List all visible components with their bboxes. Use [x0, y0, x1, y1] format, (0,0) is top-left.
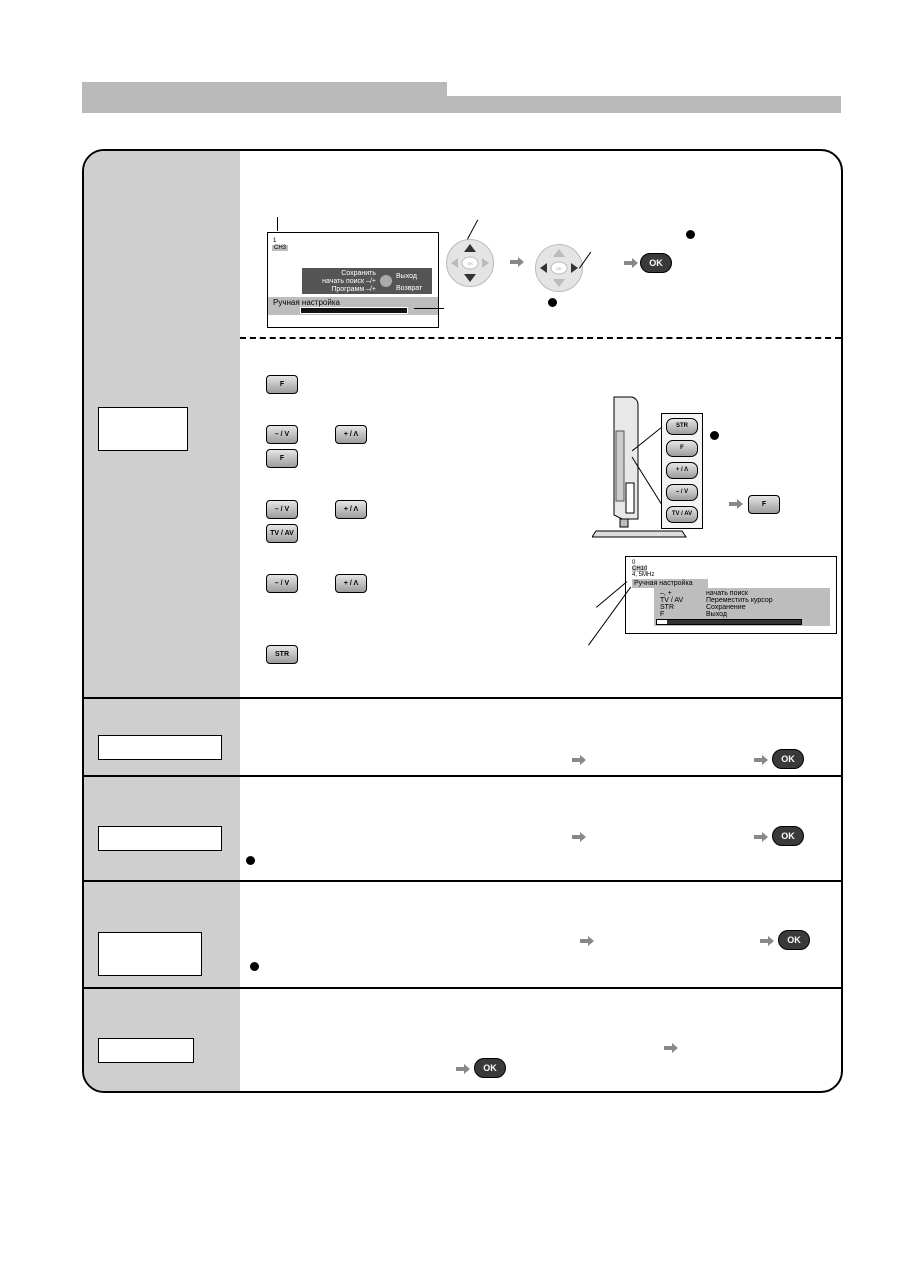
- tv-side-illustration: [591, 391, 712, 541]
- arrow-right-icon: [754, 755, 768, 765]
- side-minus-button[interactable]: – / V: [666, 484, 698, 501]
- osd2-progress-bar: [656, 619, 802, 625]
- arrow-right-icon: [754, 832, 768, 842]
- main-frame: 1 CH3 Сохранить начать поиск –/+ Програм…: [82, 149, 843, 1093]
- side-plus-button[interactable]: + / Λ: [666, 462, 698, 479]
- arrow-right-icon: [624, 258, 638, 268]
- osd2-line3: 4, 5MHz: [632, 572, 655, 578]
- plus-a-button[interactable]: + / Λ: [335, 500, 367, 519]
- osd-menu-right: Выход: [396, 273, 417, 280]
- ok-button[interactable]: OK: [772, 826, 804, 846]
- label-box: [98, 407, 188, 451]
- minus-v-button[interactable]: – / V: [266, 425, 298, 444]
- osd-bar-title: Ручная настройка: [273, 298, 340, 307]
- osd2-row-value: Сохранение: [706, 604, 746, 611]
- osd-channel: CH3: [272, 245, 289, 251]
- side-panel: STR F + / Λ – / V TV / AV: [661, 413, 703, 529]
- arrow-right-icon: [760, 936, 774, 946]
- f-button[interactable]: F: [266, 449, 298, 468]
- osd2-row-value: Переместить курсор: [706, 597, 773, 604]
- plus-a-button[interactable]: + / Λ: [335, 425, 367, 444]
- osd2-title: Ручная настройка: [632, 579, 708, 588]
- header-tab: [82, 82, 447, 96]
- osd-menu-right: Возврат: [396, 285, 423, 292]
- ok-button[interactable]: OK: [772, 749, 804, 769]
- minus-v-button[interactable]: – / V: [266, 574, 298, 593]
- side-f-button[interactable]: F: [666, 440, 698, 457]
- bullet-icon: [548, 298, 557, 307]
- minus-v-button[interactable]: – / V: [266, 500, 298, 519]
- arrow-right-icon: [572, 755, 586, 765]
- tv-screen-osd: 1 CH3 Сохранить начать поиск –/+ Програм…: [267, 232, 439, 328]
- row-divider: [84, 880, 841, 882]
- svg-text:OK: OK: [467, 261, 473, 266]
- osd-manual-tuning-bar: Ручная настройка: [268, 297, 438, 315]
- bullet-icon: [710, 431, 719, 440]
- tv-screen-osd-2: 0 CH10 4, 5MHz Ручная настройка –, + TV …: [625, 556, 837, 634]
- osd-menu-line: Сохранить: [341, 270, 376, 277]
- header-bar: [82, 96, 841, 113]
- osd2-row-key: F: [660, 611, 665, 618]
- plus-a-button[interactable]: + / Λ: [335, 574, 367, 593]
- dpad-up-down-icon: OK: [446, 239, 494, 287]
- label-box: [98, 932, 202, 976]
- ok-button[interactable]: OK: [778, 930, 810, 950]
- osd2-row-value: Выход: [706, 611, 727, 618]
- osd2-line2: CH10: [632, 566, 648, 572]
- arrow-right-icon: [510, 257, 524, 267]
- osd2-row-value: начать поиск: [706, 590, 748, 597]
- dashed-divider: [240, 337, 841, 339]
- arrow-right-icon: [456, 1064, 470, 1074]
- osd2-row-key: TV / AV: [660, 597, 684, 604]
- side-tv-av-button[interactable]: TV / AV: [666, 506, 698, 523]
- dpad-left-right-icon: OK: [535, 244, 583, 292]
- osd-menu-line: начать поиск –/+: [322, 278, 376, 285]
- osd-dpad-icon: [380, 275, 392, 287]
- row-divider: [84, 697, 841, 699]
- bullet-icon: [686, 230, 695, 239]
- label-box: [98, 826, 222, 851]
- osd2-row-key: –, +: [660, 590, 672, 597]
- svg-text:OK: OK: [556, 266, 562, 271]
- pointer-line: [414, 308, 444, 309]
- arrow-right-icon: [580, 936, 594, 946]
- str-button[interactable]: STR: [266, 645, 298, 664]
- arrow-right-icon: [729, 499, 743, 509]
- osd-top-small: 1: [273, 238, 277, 244]
- ok-button[interactable]: OK: [640, 253, 672, 273]
- label-box: [98, 1038, 194, 1063]
- label-box: [98, 735, 222, 760]
- ok-button[interactable]: OK: [474, 1058, 506, 1078]
- f-button[interactable]: F: [266, 375, 298, 394]
- bullet-icon: [250, 962, 259, 971]
- osd2-help-box: –, + TV / AV STR F начать поиск Перемест…: [654, 588, 830, 626]
- side-str-button[interactable]: STR: [666, 418, 698, 435]
- pointer-line: [277, 217, 278, 231]
- osd2-row-key: STR: [660, 604, 674, 611]
- bullet-icon: [246, 856, 255, 865]
- arrow-right-icon: [664, 1043, 678, 1053]
- row-divider: [84, 987, 841, 989]
- row-divider: [84, 775, 841, 777]
- pointer-line: [596, 581, 628, 608]
- pointer-line: [467, 219, 479, 240]
- osd2-line1: 0: [632, 560, 636, 566]
- osd-progress-bar: [300, 307, 408, 314]
- osd-menu-line: Программ –/+: [331, 286, 376, 293]
- osd-menu-box: Сохранить начать поиск –/+ Программ –/+ …: [302, 268, 432, 294]
- arrow-right-icon: [572, 832, 586, 842]
- f-button[interactable]: F: [748, 495, 780, 514]
- tv-av-button[interactable]: TV / AV: [266, 524, 298, 543]
